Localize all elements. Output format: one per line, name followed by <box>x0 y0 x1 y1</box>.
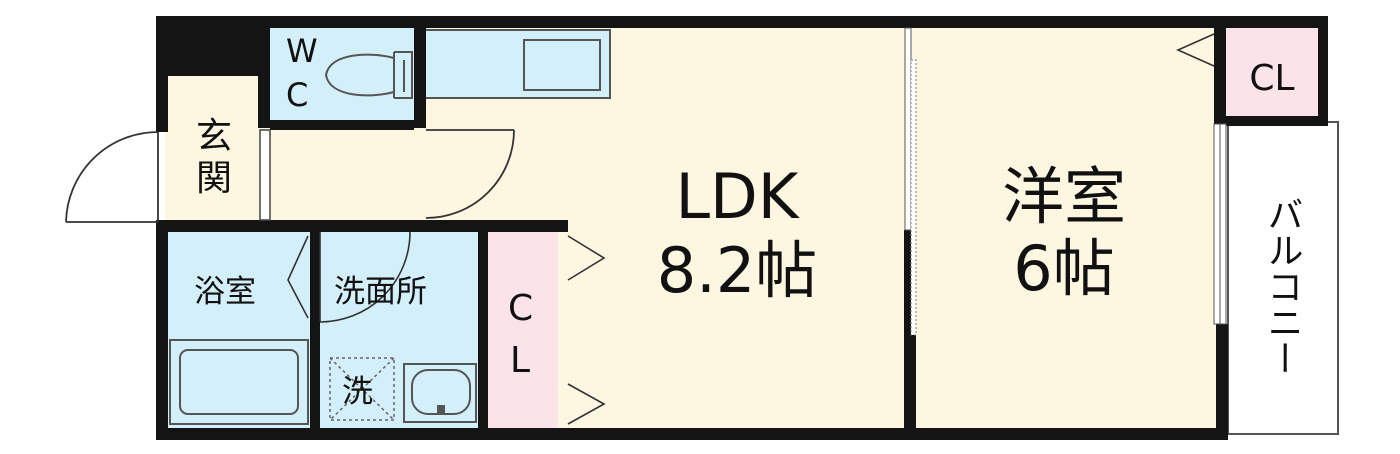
toilet-icon <box>324 51 413 99</box>
ldk-closet-label-l: L <box>510 340 530 381</box>
ldk-closet-floor <box>486 230 558 430</box>
genkan-label-bottom: 関 <box>196 158 232 199</box>
door-swing-icon <box>425 129 515 219</box>
bedroom-closet-floor <box>1220 26 1320 122</box>
kitchen-sink-icon <box>423 29 611 99</box>
bathtub-icon <box>169 339 309 425</box>
hall-floor <box>265 126 420 222</box>
bedroom-name: 洋室 <box>1002 160 1126 233</box>
door-swing-icon <box>567 235 606 425</box>
washer-label: 洗 <box>342 374 373 410</box>
door-swing-icon <box>287 235 309 319</box>
washer-pan-icon <box>329 357 395 421</box>
bedroom-closet-label: CL <box>1249 58 1294 99</box>
washroom-label: 洗面所 <box>334 274 427 310</box>
washroom-floor <box>318 230 482 430</box>
genkan-label-top: 玄 <box>196 116 232 157</box>
wc-label-c: C <box>286 76 308 114</box>
balcony <box>1227 121 1339 435</box>
sliding-door <box>904 27 917 336</box>
door-swing-icon <box>65 131 159 223</box>
bath-label: 浴室 <box>194 274 256 310</box>
bedroom-floor <box>912 26 1218 430</box>
ldk-name: LDK <box>676 160 800 233</box>
balcony-label: バルコニー <box>1262 196 1303 376</box>
door-swing-icon <box>319 231 411 323</box>
wc-label-w: W <box>286 32 318 70</box>
ldk-size: 8.2帖 <box>657 234 818 307</box>
genkan-floor <box>165 76 265 222</box>
door-swing-icon <box>1176 33 1215 67</box>
ldk-closet-label-c: C <box>508 288 533 329</box>
balcony-window <box>1213 123 1227 325</box>
walls <box>156 16 1328 440</box>
bedroom-size: 6帖 <box>1013 232 1114 305</box>
washbasin-icon <box>403 363 477 423</box>
